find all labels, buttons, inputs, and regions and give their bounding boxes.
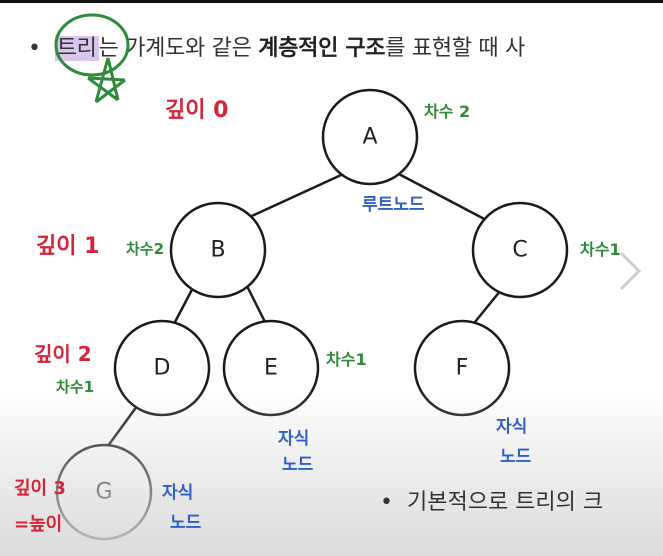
node-b-label: B [210,238,225,263]
chevron-right-icon[interactable] [610,246,650,296]
leaf-e-annotation-2: 노드 [282,455,314,475]
depth-1-annotation: 깊이 1 [36,234,100,259]
leaf-f-annotation-2: 노드 [500,447,532,467]
height-annotation: =높이 [14,514,63,535]
depth-3-annotation: 깊이 3 [14,478,66,499]
edge-d-g [103,401,142,451]
node-c-label: C [512,238,527,263]
node-a [321,88,419,186]
degree-d-annotation: 차수1 [56,378,95,396]
degree-b-annotation: 차수2 [126,240,165,258]
leaf-f-annotation-1: 자식 [496,417,528,437]
degree-a-annotation: 차수 2 [424,102,471,121]
intro-text-2: 를 표현할 때 사 [385,36,525,61]
edge-b-e [243,281,267,323]
depth-0-annotation: 깊이 0 [165,98,229,123]
footer-bullet-line: • 기본적으로 트리의 크 [380,484,603,516]
degree-c-annotation: 차수1 [580,240,621,259]
leaf-g-annotation-1: 자식 [162,483,194,503]
leaf-e-annotation-1: 자식 [278,429,310,449]
node-d-label: D [154,356,171,381]
highlighted-term: 트리 [54,36,99,61]
node-e-label: E [264,356,278,381]
highlight-circle-doodle [54,13,130,77]
bullet: • [28,36,41,61]
edge-a-c [394,170,491,224]
bullet: • [380,490,393,515]
intro-bold-text: 계층적인 구조 [258,36,386,61]
top-divider [0,0,663,3]
degree-e-annotation: 차수1 [326,350,367,369]
node-b [169,201,267,299]
star-icon [87,57,126,104]
next-slide-chevron [619,251,642,291]
root-node-annotation: 루트노드 [362,195,425,215]
node-g-label: G [95,480,112,505]
node-a-label: A [362,125,377,150]
depth-2-annotation: 깊이 2 [34,342,92,366]
edge-a-b [242,168,353,222]
footer-text: 기본적으로 트리의 크 [406,490,604,515]
node-f-label: F [456,356,469,381]
intro-bullet-line: •트리는 가계도와 같은 계층적인 구조를 표현할 때 사 [28,30,525,62]
node-c [471,201,569,299]
leaf-g-annotation-2: 노드 [170,513,202,533]
